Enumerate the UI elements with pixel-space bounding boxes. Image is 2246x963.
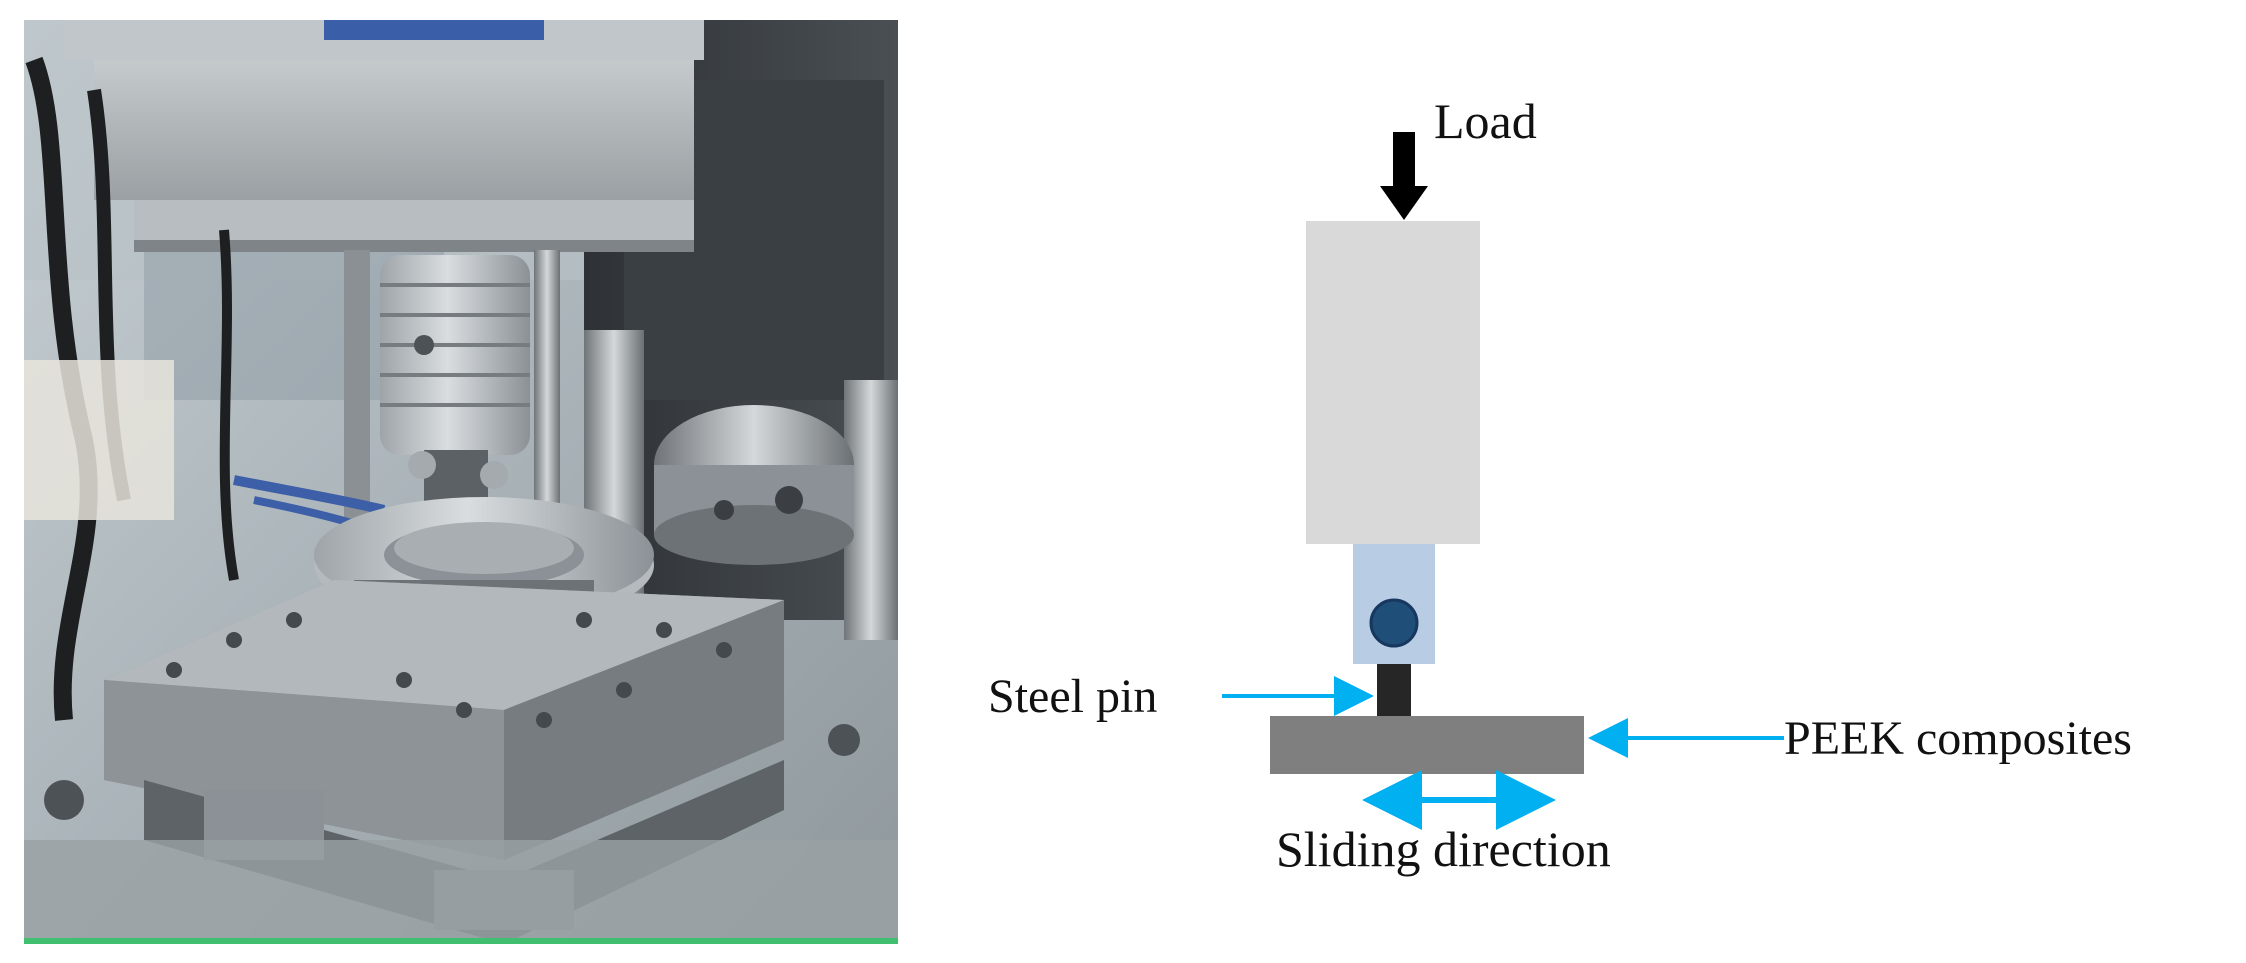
peek-label: PEEK composites (1784, 712, 2132, 765)
loading-block (1306, 221, 1480, 544)
sliding-label: Sliding direction (1276, 821, 1611, 877)
tribometer-photo (24, 20, 898, 944)
steel-pin-label: Steel pin (988, 670, 1157, 723)
steel-pin (1377, 664, 1411, 716)
schematic-diagram: Load Steel pin PEEK composites Sliding (940, 0, 2246, 963)
ball-icon (1369, 598, 1419, 648)
peek-sample (1270, 716, 1584, 774)
load-arrow (1380, 132, 1428, 220)
load-label: Load (1434, 93, 1537, 149)
